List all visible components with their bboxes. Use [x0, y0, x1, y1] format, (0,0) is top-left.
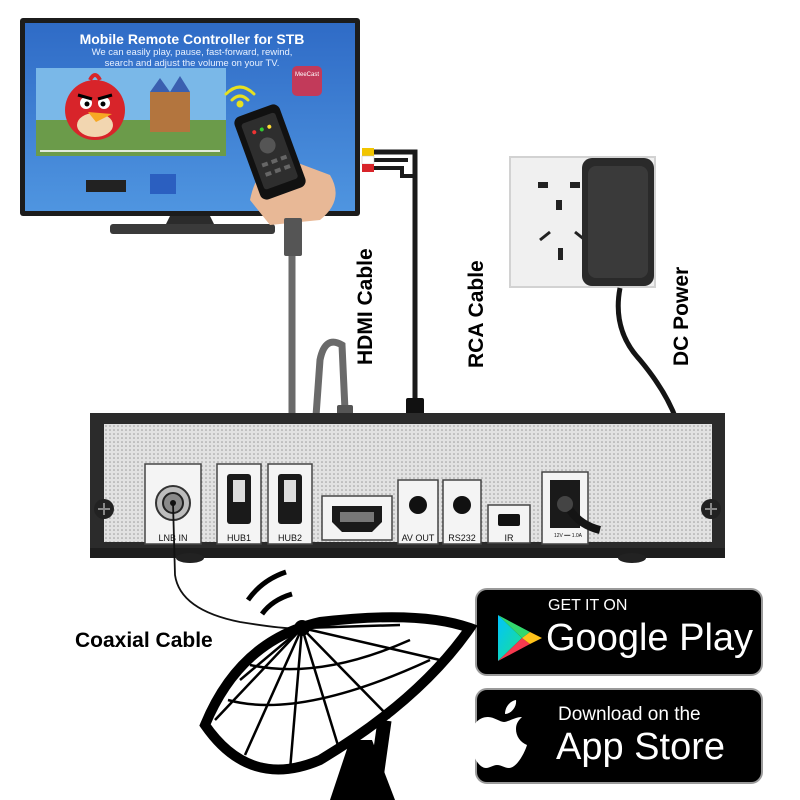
app-icon	[292, 66, 322, 96]
satellite-dish-icon	[199, 569, 478, 800]
app-store-small-text: Download on the	[558, 704, 701, 725]
ir-label: IR	[504, 533, 514, 543]
hdmi-cable-label: HDMI Cable	[354, 248, 377, 365]
stb-thumbnail	[86, 180, 126, 192]
lnb-in-label: LNB IN	[158, 533, 188, 543]
smartphone-in-hand	[234, 104, 336, 225]
tv-title: Mobile Remote Controller for STB	[79, 31, 305, 47]
tv-subtitle: We can easily play, pause, fast-forward,…	[32, 47, 352, 69]
av-out-label: AV OUT	[401, 533, 435, 543]
screw-right-icon	[701, 499, 721, 519]
app-store-badge[interactable]	[475, 688, 763, 784]
red-bird-icon	[65, 73, 125, 140]
tv-subtitle-line1: We can easily play, pause, fast-forward,…	[91, 47, 293, 58]
app-name: MeeCast	[294, 72, 319, 78]
tv-stand	[110, 224, 275, 234]
google-play-big-text: Google Play	[546, 617, 754, 659]
wifi-icon	[224, 85, 256, 108]
tv-subtitle-line2: search and adjust the volume on your TV.	[104, 58, 280, 69]
google-play-icon	[498, 615, 542, 661]
hub1-label: HUB1	[226, 533, 251, 543]
rca-cable-label: RCA Cable	[465, 260, 488, 368]
dc-power-label: DC Power	[670, 266, 693, 366]
coaxial-cable-label: Coaxial Cable	[75, 629, 213, 652]
apple-icon	[470, 700, 527, 768]
app-store-big-text: App Store	[556, 726, 725, 768]
rs232-label: RS232	[448, 533, 476, 543]
google-play-small-text: GET IT ON	[548, 597, 628, 614]
screw-left-icon	[94, 499, 114, 519]
set-top-box	[90, 413, 725, 563]
hub2-label: HUB2	[277, 533, 302, 543]
dc-plug	[566, 507, 602, 534]
dc-spec-label: 12V ━━ 1.0A	[554, 533, 582, 539]
